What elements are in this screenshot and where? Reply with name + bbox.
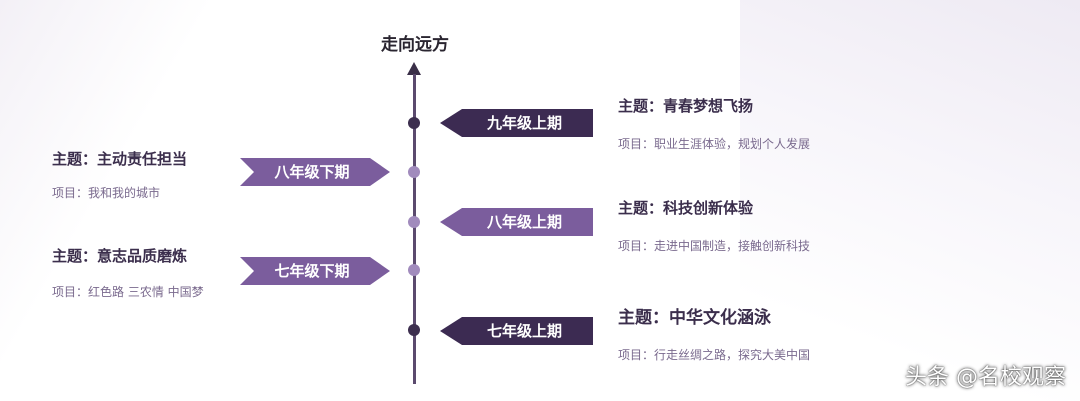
stage-project-g9-1: 项目：职业生涯体验，规划个人发展 bbox=[618, 137, 811, 151]
stage-tag-g9-1: 九年级上期 bbox=[440, 109, 593, 137]
timeline-dot-g7-2 bbox=[408, 264, 420, 276]
stage-tag-g8-1: 八年级上期 bbox=[440, 208, 593, 236]
stage-theme-g8-2: 主题：主动责任担当 bbox=[52, 150, 188, 168]
stage-project-g7-2: 项目：红色路 三农情 中国梦 bbox=[52, 285, 204, 299]
background-right-gradient bbox=[740, 0, 1080, 401]
stage-tag-label: 八年级下期 bbox=[274, 163, 350, 181]
stage-project-g8-2: 项目：我和我的城市 bbox=[52, 186, 161, 200]
stage-project-g7-1: 项目：行走丝绸之路，探究大美中国 bbox=[618, 348, 811, 362]
timeline-dot-g8-2 bbox=[408, 166, 420, 178]
stage-project-g8-1: 项目：走进中国制造，接触创新科技 bbox=[618, 239, 811, 253]
stage-tag-g8-2: 八年级下期 bbox=[240, 158, 390, 186]
axis-arrow-icon bbox=[407, 62, 421, 75]
stage-theme-g9-1: 主题：青春梦想飞扬 bbox=[618, 97, 754, 115]
diagram-title: 走向远方 bbox=[381, 35, 449, 55]
watermark: 头条 @名校观察 bbox=[905, 365, 1066, 390]
stage-tag-label: 八年级上期 bbox=[486, 213, 562, 231]
stage-theme-g8-1: 主题：科技创新体验 bbox=[618, 199, 754, 217]
timeline-dot-g8-1 bbox=[408, 216, 420, 228]
stage-theme-g7-2: 主题：意志品质磨炼 bbox=[52, 247, 188, 265]
stage-tag-label: 七年级下期 bbox=[274, 262, 350, 280]
stage-tag-g7-1: 七年级上期 bbox=[440, 317, 593, 345]
background-left-gradient bbox=[0, 0, 380, 401]
stage-tag-label: 七年级上期 bbox=[486, 322, 562, 340]
stage-theme-g7-1: 主题：中华文化涵泳 bbox=[618, 308, 771, 328]
stage-tag-g7-2: 七年级下期 bbox=[240, 257, 390, 285]
timeline-dot-g9-1 bbox=[408, 117, 420, 129]
timeline-axis bbox=[413, 74, 416, 384]
timeline-dot-g7-1 bbox=[408, 324, 420, 336]
stage-tag-label: 九年级上期 bbox=[486, 114, 562, 132]
